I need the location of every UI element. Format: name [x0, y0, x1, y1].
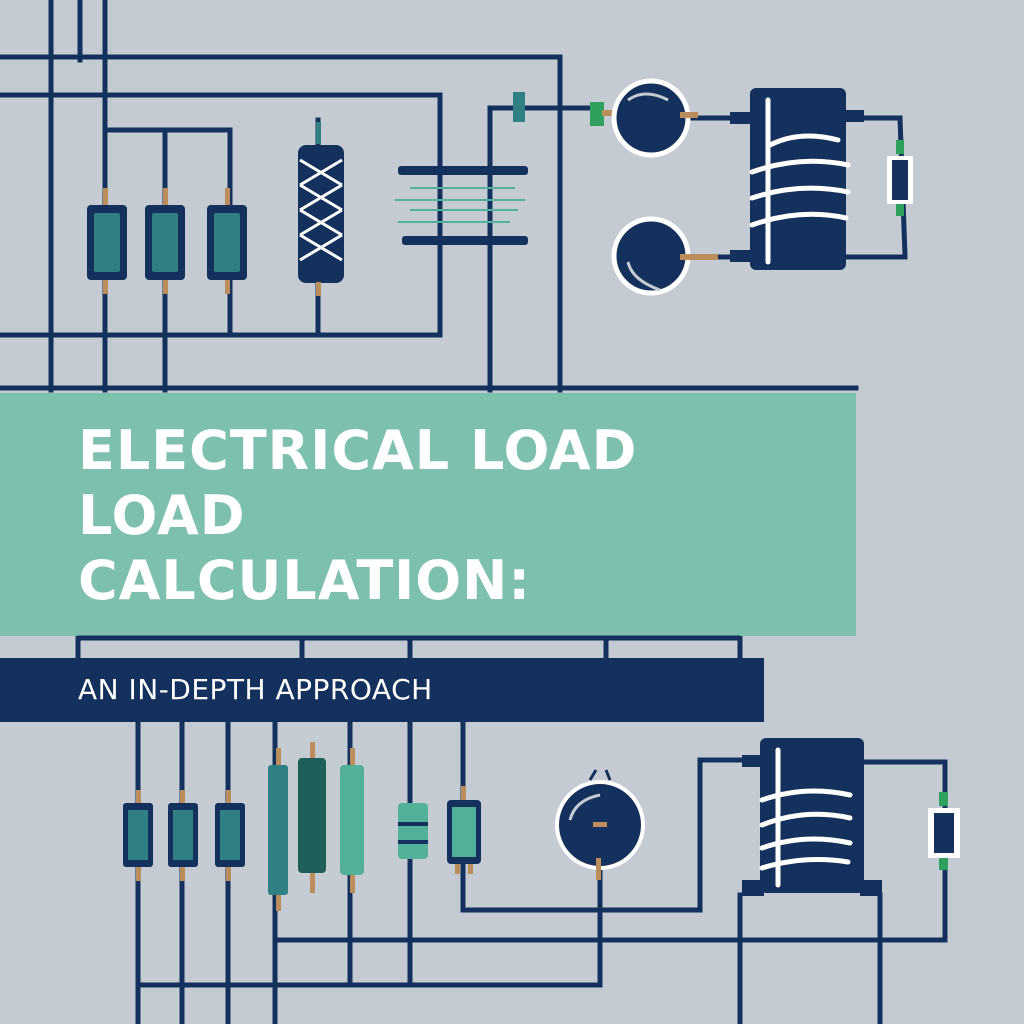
poster-subtitle: AN IN-DEPTH APPROACH: [78, 673, 433, 706]
title-band: [0, 393, 856, 636]
title-line-1: ELECTRICAL LOAD: [78, 419, 638, 482]
bottom-resistors: [123, 790, 245, 881]
resistor-2-glass: [152, 213, 178, 272]
motor-top: [611, 78, 691, 158]
bottom-transformer: [742, 738, 882, 896]
diode-bottom: [928, 792, 960, 870]
top-inductor: [298, 122, 344, 296]
resistor-3-glass: [214, 213, 240, 272]
title-line-2: LOAD: [78, 484, 246, 547]
bottom-motor: [555, 769, 645, 880]
top-right-parts: [513, 78, 913, 296]
motor-bottom: [611, 216, 691, 296]
bottom-capacitors: [268, 742, 481, 911]
top-capacitor: [395, 166, 528, 245]
resistor-1-glass: [94, 213, 120, 272]
poster-title: ELECTRICAL LOAD LOAD CALCULATION:: [78, 418, 838, 613]
transformer-top: [750, 88, 846, 270]
subtitle-band: [0, 658, 764, 722]
title-line-3: CALCULATION:: [78, 549, 531, 612]
top-resistors: [87, 188, 247, 294]
